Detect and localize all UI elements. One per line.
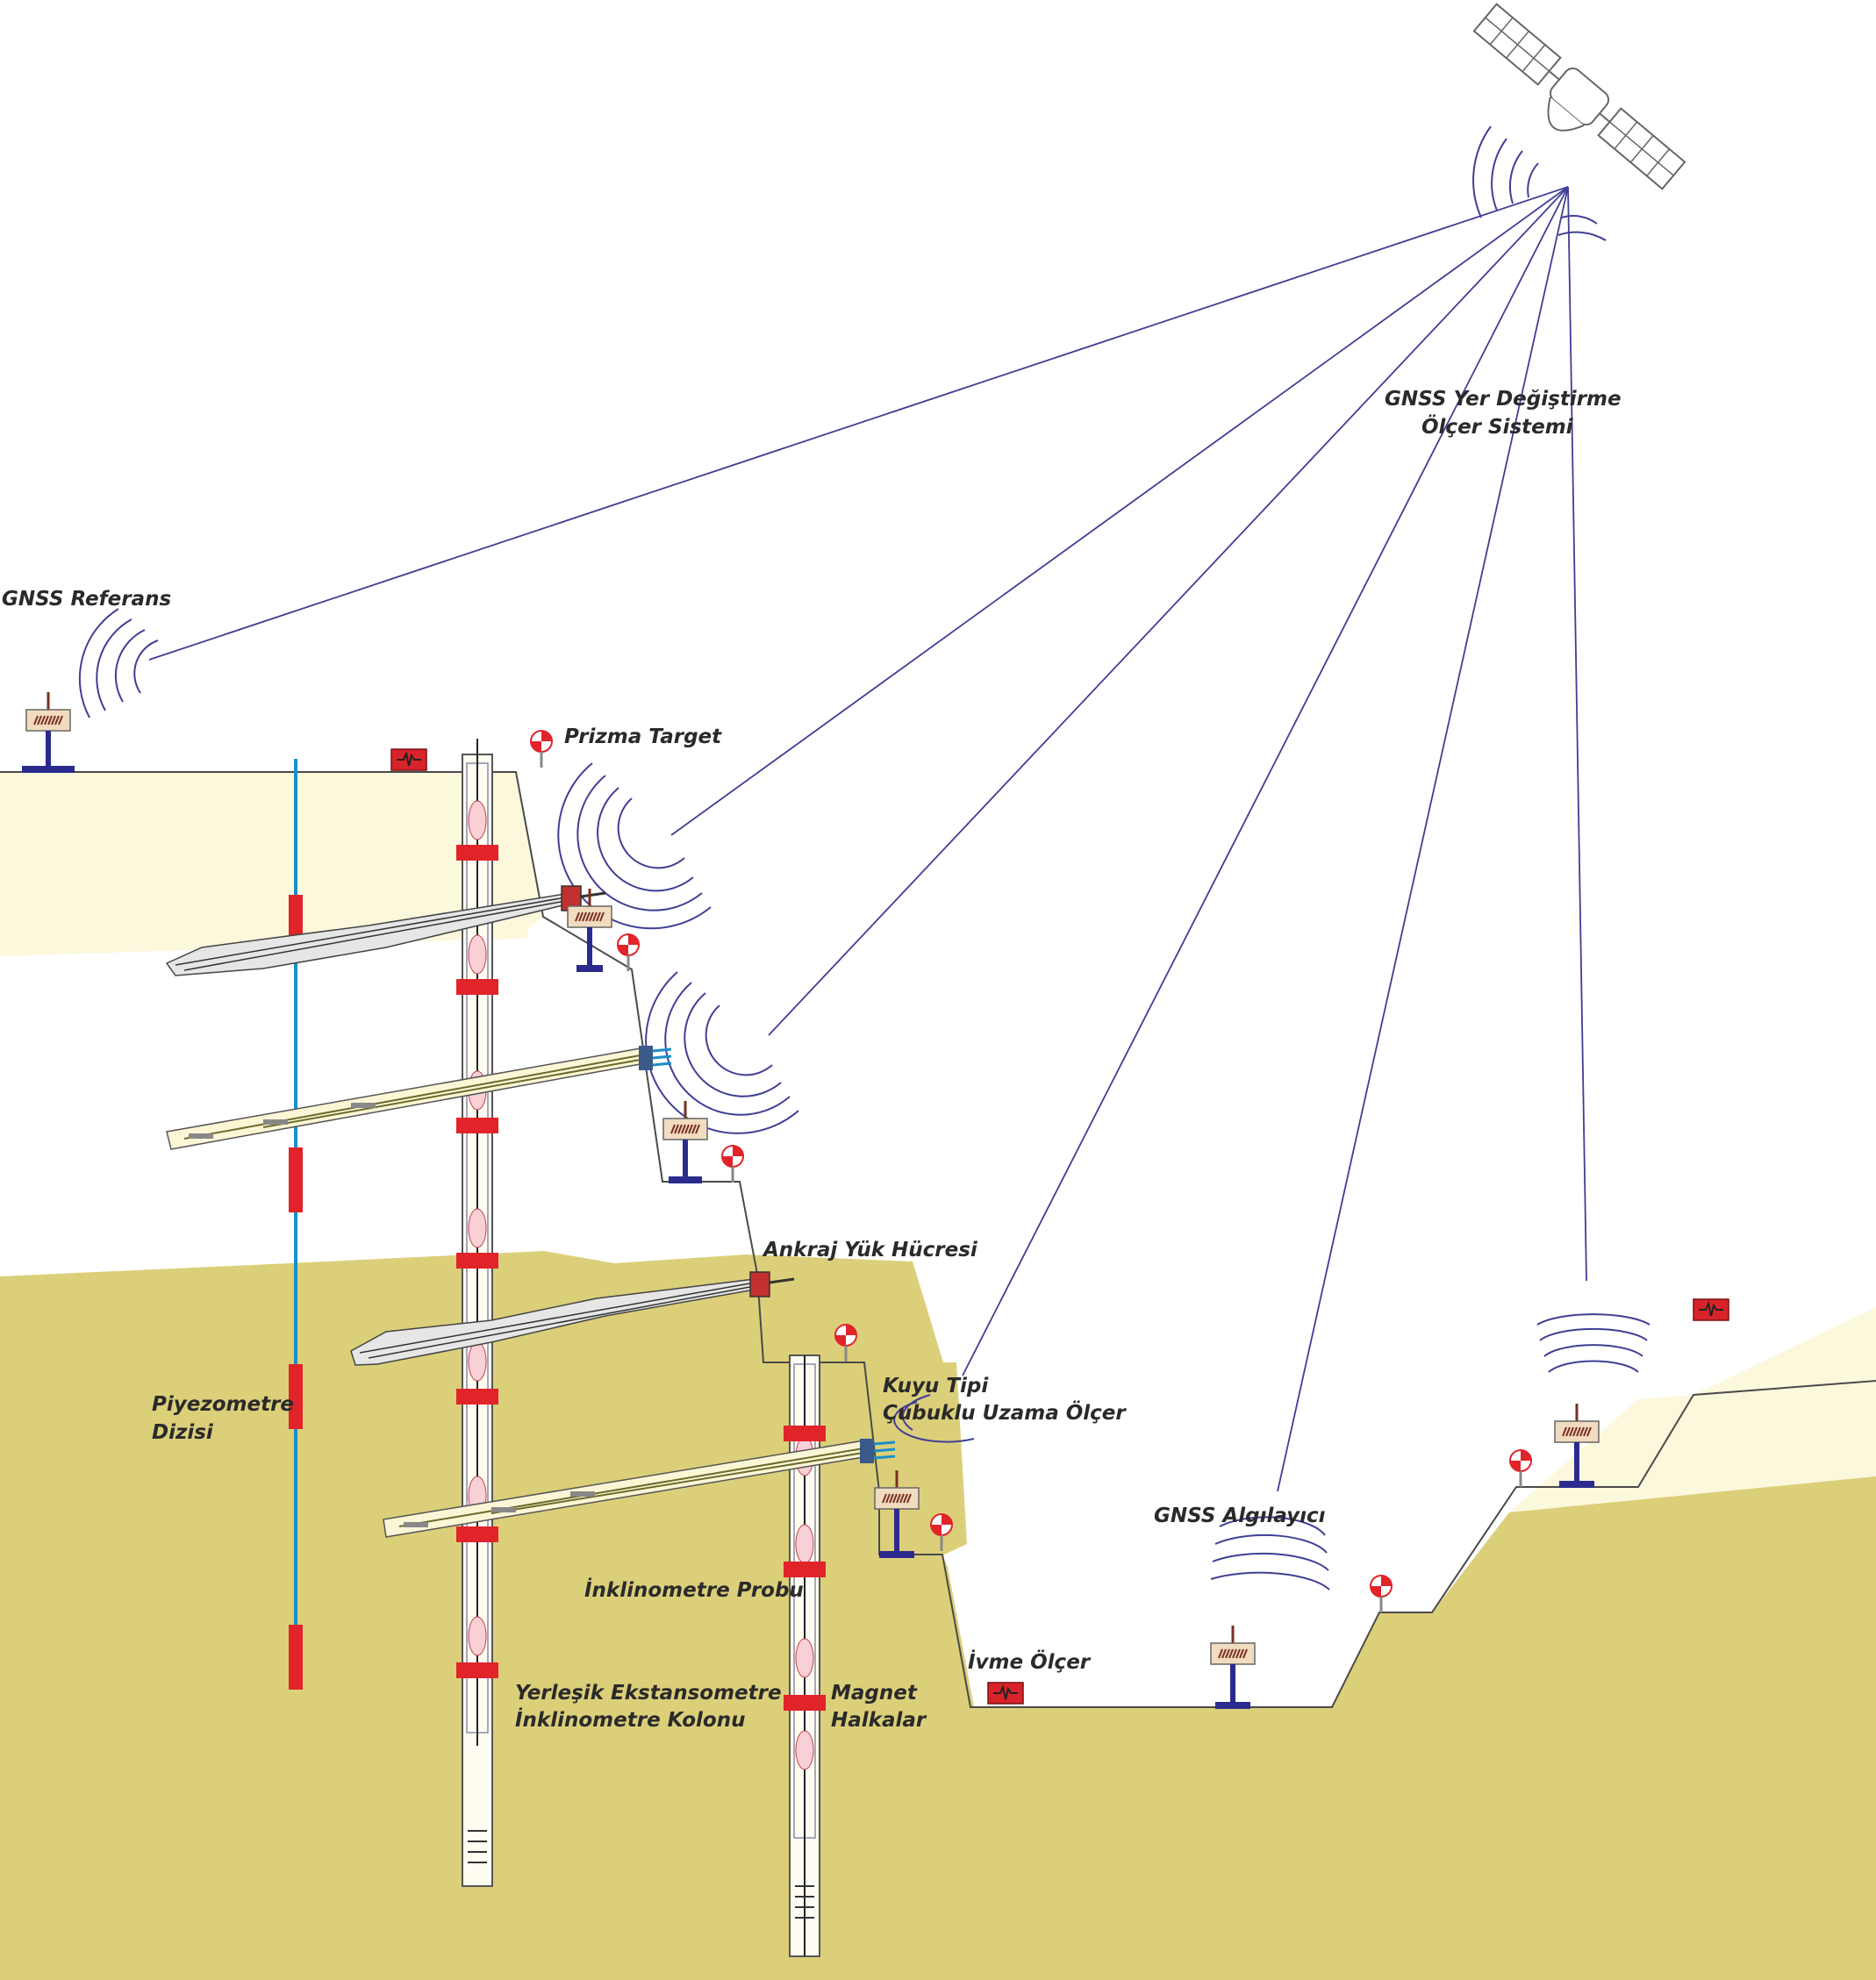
gnss-signal-lines <box>148 186 1587 1492</box>
label-gnss-system-line2: Ölçer Sistemi <box>1421 414 1574 439</box>
label-yerlesik-line2: İnklinometre Kolonu <box>515 1707 745 1732</box>
prism-target-icon <box>529 729 554 769</box>
signal-arcs <box>78 608 1650 1590</box>
upper-soil-layer <box>0 772 543 956</box>
label-prizma-target: Prizma Target <box>564 726 722 748</box>
upper-soil-layer-right <box>1509 1307 1876 1512</box>
rod-extensometer-upper <box>166 1046 672 1150</box>
label-kuyu-line1: Kuyu Tipi <box>883 1375 989 1397</box>
prism-target-icon <box>616 933 641 973</box>
satellite-icon <box>1472 3 1686 241</box>
gnss-receiver-icon <box>22 690 75 773</box>
label-ankraj: Ankraj Yük Hücresi <box>762 1239 978 1262</box>
label-kuyu-line2: Çubuklu Uzama Ölçer <box>883 1400 1127 1425</box>
label-ivme-olcer: İvme Ölçer <box>968 1649 1092 1674</box>
label-magnet-line1: Magnet <box>831 1682 918 1705</box>
accelerometer-icon <box>1693 1298 1729 1321</box>
prism-target-icon <box>1369 1574 1393 1614</box>
label-gnss-algilayici: GNSS Algılayıcı <box>1154 1505 1326 1527</box>
accelerometer-icon <box>987 1682 1024 1705</box>
rock-anchor-upper <box>165 885 606 976</box>
label-yerlesik-line1: Yerleşik Ekstansometre <box>515 1682 782 1705</box>
gnss-receiver-icon <box>873 1469 920 1558</box>
prism-target-icon <box>1508 1448 1533 1489</box>
gnss-receiver-icon <box>662 1099 709 1183</box>
magnet-ring-column <box>784 1355 826 1957</box>
rock-anchor-middle <box>350 1271 795 1366</box>
label-gnss-system-line1: GNSS Yer Değiştirme <box>1385 388 1622 411</box>
label-magnet-line2: Halkalar <box>831 1709 927 1732</box>
gnss-receiver-icon <box>566 887 613 972</box>
gnss-receiver-icon <box>1553 1402 1600 1488</box>
extensometer-inclinometer-column <box>456 739 498 1887</box>
prism-target-icon <box>720 1144 745 1184</box>
gnss-receiver-icon <box>1209 1624 1257 1709</box>
accelerometer-icon <box>390 748 427 771</box>
label-inklinometre-probu: İnklinometre Probu <box>584 1577 804 1602</box>
label-gnss-referans: GNSS Referans <box>2 588 171 611</box>
rod-extensometer-lower <box>383 1439 896 1538</box>
label-piyezometre-line2: Dizisi <box>152 1421 214 1444</box>
ground-profile <box>0 771 1876 1708</box>
label-piyezometre-line1: Piyezometre <box>152 1393 294 1416</box>
